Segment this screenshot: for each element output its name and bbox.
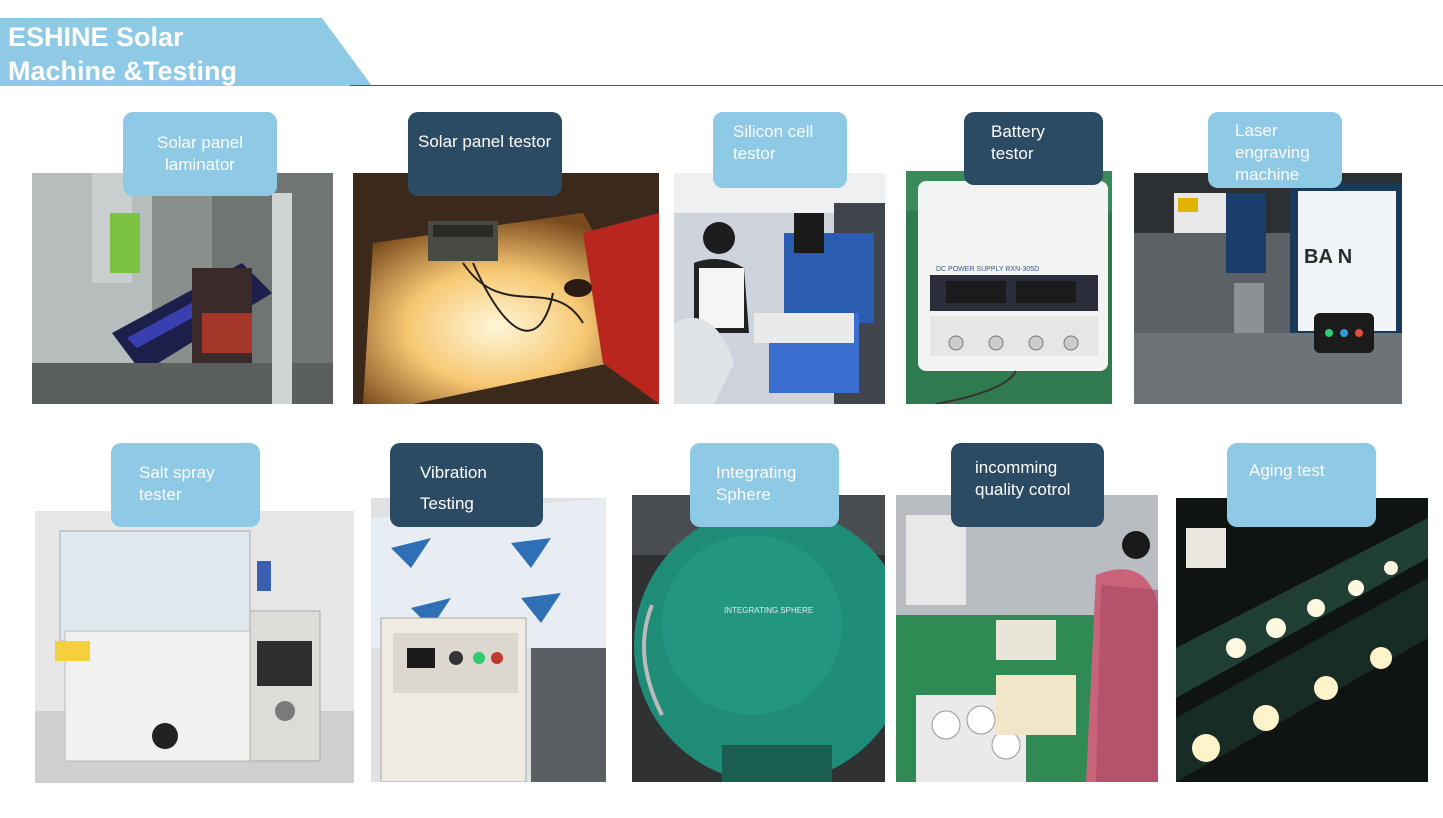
label-integrating-sphere: Integrating Sphere [690,443,839,527]
photo-aging-test [1176,498,1428,782]
power-supply-model: DC POWER SUPPLY RXN-305D [936,266,1039,273]
photo-vibration [371,498,606,782]
photo-quality-control [896,495,1158,782]
photo-laser-engraving: BA N [1134,173,1402,404]
label-solar-panel-testor: Solar panel testor [408,112,562,196]
label-vibration-testing: Vibration Testing [390,443,543,527]
header-banner: ESHINE Solar Machine &Testing [0,18,372,86]
label-solar-panel-laminator: Solar panel laminator [123,112,277,196]
banner-shape [0,18,372,86]
photo-panel-testor [353,173,659,404]
sphere-label: INTEGRATING SPHERE [724,606,813,615]
title-line-2: Machine &Testing [8,56,238,86]
label-silicon-cell-testor: Silicon cell testor [713,112,847,188]
label-laser-engraving-machine: Laser engraving machine [1208,112,1342,188]
header-divider [350,85,1443,86]
photo-battery-testor: DC POWER SUPPLY RXN-305D [906,171,1112,404]
page-title: ESHINE Solar Machine &Testing [8,20,237,88]
photo-laminator [32,173,333,404]
photo-salt-spray [35,511,354,783]
label-salt-spray-tester: Salt spray tester [111,443,260,527]
photo-silicon-cell-testor [674,173,885,404]
label-aging-test: Aging test [1227,443,1376,527]
label-battery-testor: Battery testor [964,112,1103,185]
label-incomming-quality-cotrol: incomming quality cotrol [951,443,1104,527]
photo-integrating-sphere: INTEGRATING SPHERE [632,495,885,782]
title-line-1: ESHINE Solar [8,22,184,52]
laser-screen-logo: BA N [1304,246,1352,268]
